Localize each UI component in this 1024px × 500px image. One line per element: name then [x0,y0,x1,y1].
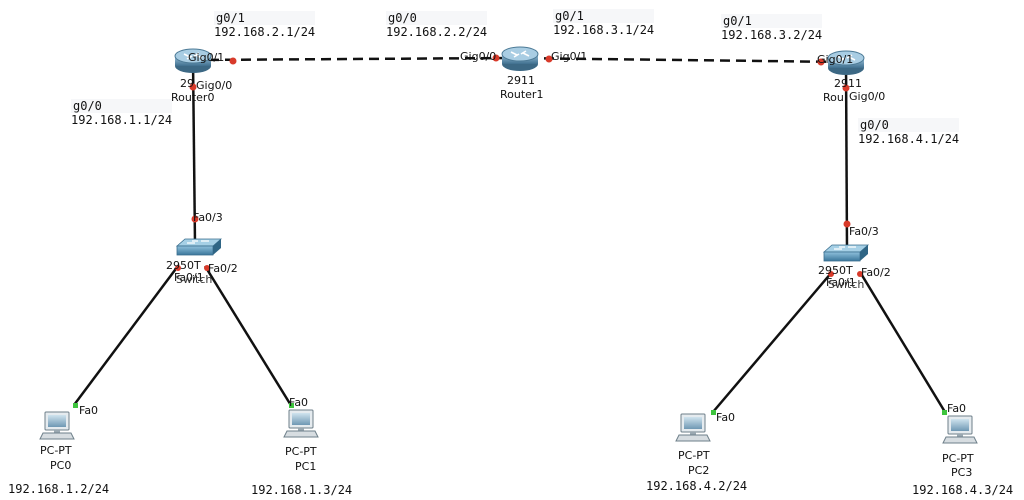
switch-model: 2950T [818,264,853,277]
port-label: Gig0/0 [196,79,233,92]
link-router0-router1 [192,56,513,62]
pc-model: PC-PT [942,452,974,465]
note-ip: 192.168.3.2/24 [721,28,823,42]
pc-ip: 192.168.4.2/24 [646,479,748,493]
pc-model: PC-PT [285,445,317,458]
port-label: Gig0/0 [460,50,497,63]
pc-icon[interactable] [39,411,75,440]
note-router1-g01: g0/1 192.168.3.1/24 [553,9,655,37]
switch-name: Switch [828,278,865,291]
router-name: Router0 [171,91,215,104]
port-label: Fa0 [79,404,99,417]
pc-ip: 192.168.1.2/24 [8,482,110,496]
note-router2-g01: g0/1 192.168.3.2/24 [721,14,823,42]
note-router0-g01: g0/1 192.168.2.1/24 [214,11,316,39]
router-model: 2911 [507,74,535,87]
switch-icon[interactable] [176,238,222,256]
router-model: 29 [180,77,194,90]
router-name: Rou [823,91,844,104]
port-label: Fa0/1 [826,276,856,289]
note-iface: g0/1 [721,14,823,28]
pc-ip: 192.168.1.3/24 [251,483,353,497]
note-iface: g0/0 [71,99,173,113]
pc-icon[interactable] [942,415,978,444]
link-router2-switch1 [844,61,849,251]
router-model: 2911 [834,77,862,90]
pc-name: PC3 [951,466,973,479]
switch-model: 2950T [166,259,201,272]
port-label: Fa0/1 [174,271,204,284]
link-router0-switch0 [191,59,197,245]
note-ip: 192.168.3.1/24 [553,23,655,37]
note-ip: 192.168.1.1/24 [71,113,173,127]
port-label: Fa0/3 [193,211,223,224]
note-ip: 192.168.2.2/24 [386,25,488,39]
port-label: Gig0/1 [551,50,588,63]
note-router1-g00: g0/0 192.168.2.2/24 [386,11,488,39]
switch-name: Switch [176,273,213,286]
link-switch1-pc2 [712,271,833,413]
link-switch0-pc0 [72,265,180,406]
pc-icon[interactable] [675,413,711,442]
port-status-dots [73,54,947,415]
note-iface: g0/1 [553,9,655,23]
link-router1-router2 [511,56,847,64]
port-label: Gig0/0 [849,90,886,103]
port-label: Fa0/2 [208,262,238,275]
port-label: Gig0/1 [817,53,854,66]
pc-name: PC0 [50,459,72,472]
note-ip: 192.168.4.1/24 [858,132,960,146]
pc-model: PC-PT [40,444,72,457]
note-iface: g0/0 [858,118,960,132]
note-ip: 192.168.2.1/24 [214,25,316,39]
link-switch1-pc3 [858,271,947,413]
port-label: Gig0/1 [188,51,225,64]
note-iface: g0/0 [386,11,488,25]
pc-name: PC2 [688,464,710,477]
note-iface: g0/1 [214,11,316,25]
note-router0-g00: g0/0 192.168.1.1/24 [71,99,173,127]
switch-icon[interactable] [823,244,869,262]
router-icon[interactable] [501,46,539,72]
port-label: Fa0/2 [861,266,891,279]
port-label: Fa0 [947,402,967,415]
router-name: Router1 [500,88,544,101]
port-label: Fa0/3 [849,225,879,238]
link-switch0-pc1 [203,265,294,408]
pc-icon[interactable] [283,409,319,438]
pc-ip: 192.168.4.3/24 [912,483,1014,497]
port-label: Fa0 [716,411,736,424]
pc-model: PC-PT [678,449,710,462]
pc-name: PC1 [295,460,317,473]
note-router2-g00: g0/0 192.168.4.1/24 [858,118,960,146]
port-label: Fa0 [289,396,309,409]
